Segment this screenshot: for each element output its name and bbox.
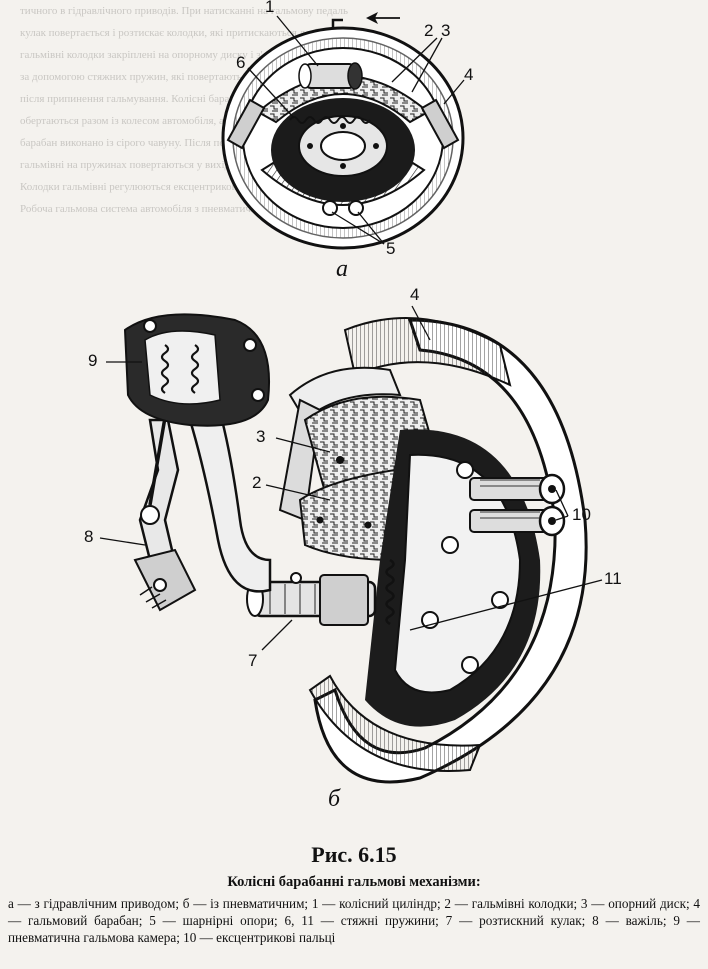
label-a-4: 4	[464, 65, 474, 84]
cam-shaft-b	[246, 572, 377, 626]
label-a-2: 2	[424, 21, 434, 40]
label-b-2: 2	[252, 473, 262, 492]
label-a-1: 1	[265, 0, 275, 16]
return-spring-b	[385, 558, 395, 626]
hub-bore-a	[320, 131, 366, 161]
bleed-line: кулак повертається і розтискає колодки, …	[20, 27, 359, 39]
hydraulic-inlet-pipe	[331, 18, 343, 30]
drum-bottom-band-b	[308, 674, 482, 772]
eccentric-pins-b	[469, 473, 566, 537]
panel-b-drawing	[99, 305, 603, 784]
bleed-line: Робоча гальмова система автомобіля з пне…	[20, 203, 318, 215]
drum-top-band-b	[343, 317, 512, 387]
panel-a-drawing	[221, 12, 465, 250]
brake-illustration	[99, 12, 603, 784]
figure-caption: Рис. 6.15 Колісні барабанні гальмові мех…	[0, 842, 708, 946]
arrow-head	[366, 12, 378, 24]
label-a-6: 6	[236, 53, 246, 72]
label-b-9: 9	[88, 351, 98, 370]
label-a-3: 3	[441, 21, 451, 40]
chamber-bracket-b	[188, 418, 272, 593]
brake-lining-lower-b	[298, 468, 396, 562]
backing-plate-edge-b	[288, 366, 402, 422]
figure-title: Рис. 6.15	[311, 842, 397, 867]
panel-a-letter: а	[336, 256, 348, 282]
slack-adjuster-lever-b	[133, 418, 197, 612]
figure-legend: а — з гідравлічним приводом; б — із пнев…	[8, 896, 700, 945]
label-a-5: 5	[386, 239, 396, 258]
brake-chamber-b	[123, 313, 270, 427]
label-b-7: 7	[248, 651, 258, 670]
bleed-line: тичного в гідравлічного приводів. При на…	[20, 5, 349, 17]
panel-b-letter: б	[328, 786, 341, 812]
return-spring-a	[289, 116, 371, 124]
brake-figure: 1 2 3 4 5 6 а 4 9 3 2 10 8 11 7 б	[84, 0, 622, 812]
label-b-3: 3	[256, 427, 266, 446]
label-b-10: 10	[572, 505, 591, 524]
label-b-11: 11	[604, 569, 622, 588]
label-b-8: 8	[84, 527, 94, 546]
figure-subtitle: Колісні барабанні гальмові механізми:	[227, 874, 481, 890]
label-b-4: 4	[410, 285, 420, 304]
